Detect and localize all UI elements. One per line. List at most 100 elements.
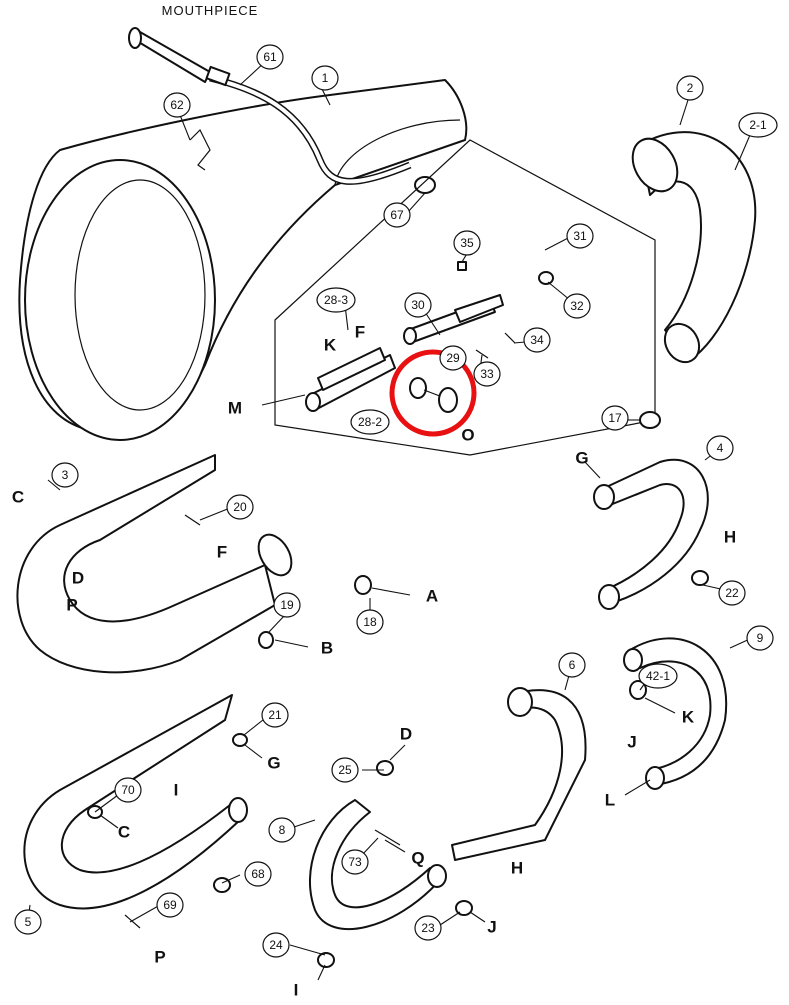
callout-number: 1 bbox=[322, 71, 329, 85]
valve-tubes bbox=[305, 261, 554, 413]
callout-3: 3 bbox=[51, 462, 79, 488]
callout-circle bbox=[244, 861, 272, 887]
callout-circle bbox=[638, 663, 678, 689]
callout-number: 62 bbox=[170, 98, 184, 112]
connection-letter-k: K bbox=[682, 708, 695, 727]
connection-letter-f: F bbox=[355, 323, 365, 342]
callout-number: 42-1 bbox=[646, 669, 670, 683]
callout-circle bbox=[331, 757, 359, 783]
connection-letter-q: Q bbox=[411, 849, 424, 868]
connection-letter-p: P bbox=[154, 948, 165, 967]
callout-number: 73 bbox=[348, 855, 362, 869]
connection-letter-d: D bbox=[400, 725, 412, 744]
callout-number: 22 bbox=[725, 586, 739, 600]
callout-number: 33 bbox=[480, 367, 494, 381]
callout-1: 1 bbox=[311, 65, 339, 91]
callout-circle bbox=[350, 409, 390, 435]
callout-23: 23 bbox=[414, 915, 442, 941]
callout-circle bbox=[563, 293, 591, 319]
connection-letter-c: C bbox=[12, 488, 24, 507]
connection-letter-j: J bbox=[627, 733, 636, 752]
callout-number: 25 bbox=[338, 763, 352, 777]
callout-circle bbox=[718, 580, 746, 606]
connection-arrows bbox=[99, 394, 676, 981]
callout-69: 69 bbox=[156, 892, 184, 918]
callout-17: 17 bbox=[601, 405, 629, 431]
bow-part bbox=[631, 131, 757, 364]
callout-number: 32 bbox=[570, 299, 584, 313]
tube-6-part bbox=[451, 687, 587, 861]
callout-19: 19 bbox=[273, 592, 301, 618]
callout-circle bbox=[114, 777, 142, 803]
callout-2-1: 2-1 bbox=[738, 112, 778, 138]
callout-number: 3 bbox=[62, 468, 69, 482]
callout-number: 4 bbox=[717, 441, 724, 455]
callout-31: 31 bbox=[566, 223, 594, 249]
callout-number: 30 bbox=[411, 298, 425, 312]
tube-3-part bbox=[16, 454, 293, 674]
small-fittings bbox=[87, 411, 709, 968]
callout-number: 18 bbox=[363, 615, 377, 629]
connection-letter-h: H bbox=[511, 859, 523, 878]
callout-21: 21 bbox=[261, 702, 289, 728]
callout-62: 62 bbox=[163, 92, 191, 118]
callout-34: 34 bbox=[523, 327, 551, 353]
callout-9: 9 bbox=[746, 625, 774, 651]
callout-number: 8 bbox=[279, 823, 286, 837]
callout-number: 2 bbox=[687, 81, 694, 95]
callout-circle bbox=[558, 652, 586, 678]
water-key-spring-part bbox=[409, 377, 458, 413]
callout-number: 6 bbox=[569, 658, 576, 672]
callout-number: 31 bbox=[573, 229, 587, 243]
connection-letter-p: P bbox=[66, 596, 77, 615]
connection-letter-i: I bbox=[174, 781, 179, 800]
callout-number: 28-3 bbox=[324, 293, 348, 307]
callout-29: 29 bbox=[439, 345, 467, 371]
callout-circle bbox=[156, 892, 184, 918]
callout-6: 6 bbox=[558, 652, 586, 678]
callout-number: 70 bbox=[121, 783, 135, 797]
mouthpiece-part bbox=[128, 27, 231, 87]
callout-number: 67 bbox=[390, 208, 404, 222]
callout-circle bbox=[14, 909, 42, 935]
callout-circle bbox=[268, 817, 296, 843]
callout-circle bbox=[738, 112, 778, 138]
connection-letter-i: I bbox=[294, 981, 299, 1000]
callout-42-1: 42-1 bbox=[638, 663, 678, 689]
callout-68: 68 bbox=[244, 861, 272, 887]
callout-circle bbox=[261, 702, 289, 728]
callout-73: 73 bbox=[341, 849, 369, 875]
connection-letter-d: D bbox=[72, 569, 84, 588]
callout-2: 2 bbox=[676, 75, 704, 101]
callout-circle bbox=[676, 75, 704, 101]
callout-number: 17 bbox=[608, 411, 622, 425]
callout-8: 8 bbox=[268, 817, 296, 843]
callout-layer: 122-134568917181920212223242528-328-2293… bbox=[14, 44, 778, 958]
callout-28-3: 28-3 bbox=[316, 287, 356, 313]
callout-4: 4 bbox=[706, 435, 734, 461]
connection-letter-f: F bbox=[217, 543, 227, 562]
connection-letter-g: G bbox=[575, 449, 588, 468]
connection-letter-g: G bbox=[267, 754, 280, 773]
callout-circle bbox=[311, 65, 339, 91]
connection-letter-l: L bbox=[605, 791, 615, 810]
callout-circle bbox=[404, 292, 432, 318]
connection-letter-b: B bbox=[321, 639, 333, 658]
callout-number: 28-2 bbox=[358, 415, 382, 429]
callout-32: 32 bbox=[563, 293, 591, 319]
callout-25: 25 bbox=[331, 757, 359, 783]
callout-circle bbox=[226, 494, 254, 520]
callout-22: 22 bbox=[718, 580, 746, 606]
callout-circle bbox=[383, 202, 411, 228]
callout-number: 23 bbox=[421, 921, 435, 935]
callout-number: 2-1 bbox=[749, 118, 767, 132]
callout-28-2: 28-2 bbox=[350, 409, 390, 435]
callout-number: 24 bbox=[269, 938, 283, 952]
callout-70: 70 bbox=[114, 777, 142, 803]
callout-20: 20 bbox=[226, 494, 254, 520]
connection-letter-c: C bbox=[118, 823, 130, 842]
callout-number: 19 bbox=[280, 598, 294, 612]
callout-circle bbox=[473, 361, 501, 387]
callout-35: 35 bbox=[453, 230, 481, 256]
